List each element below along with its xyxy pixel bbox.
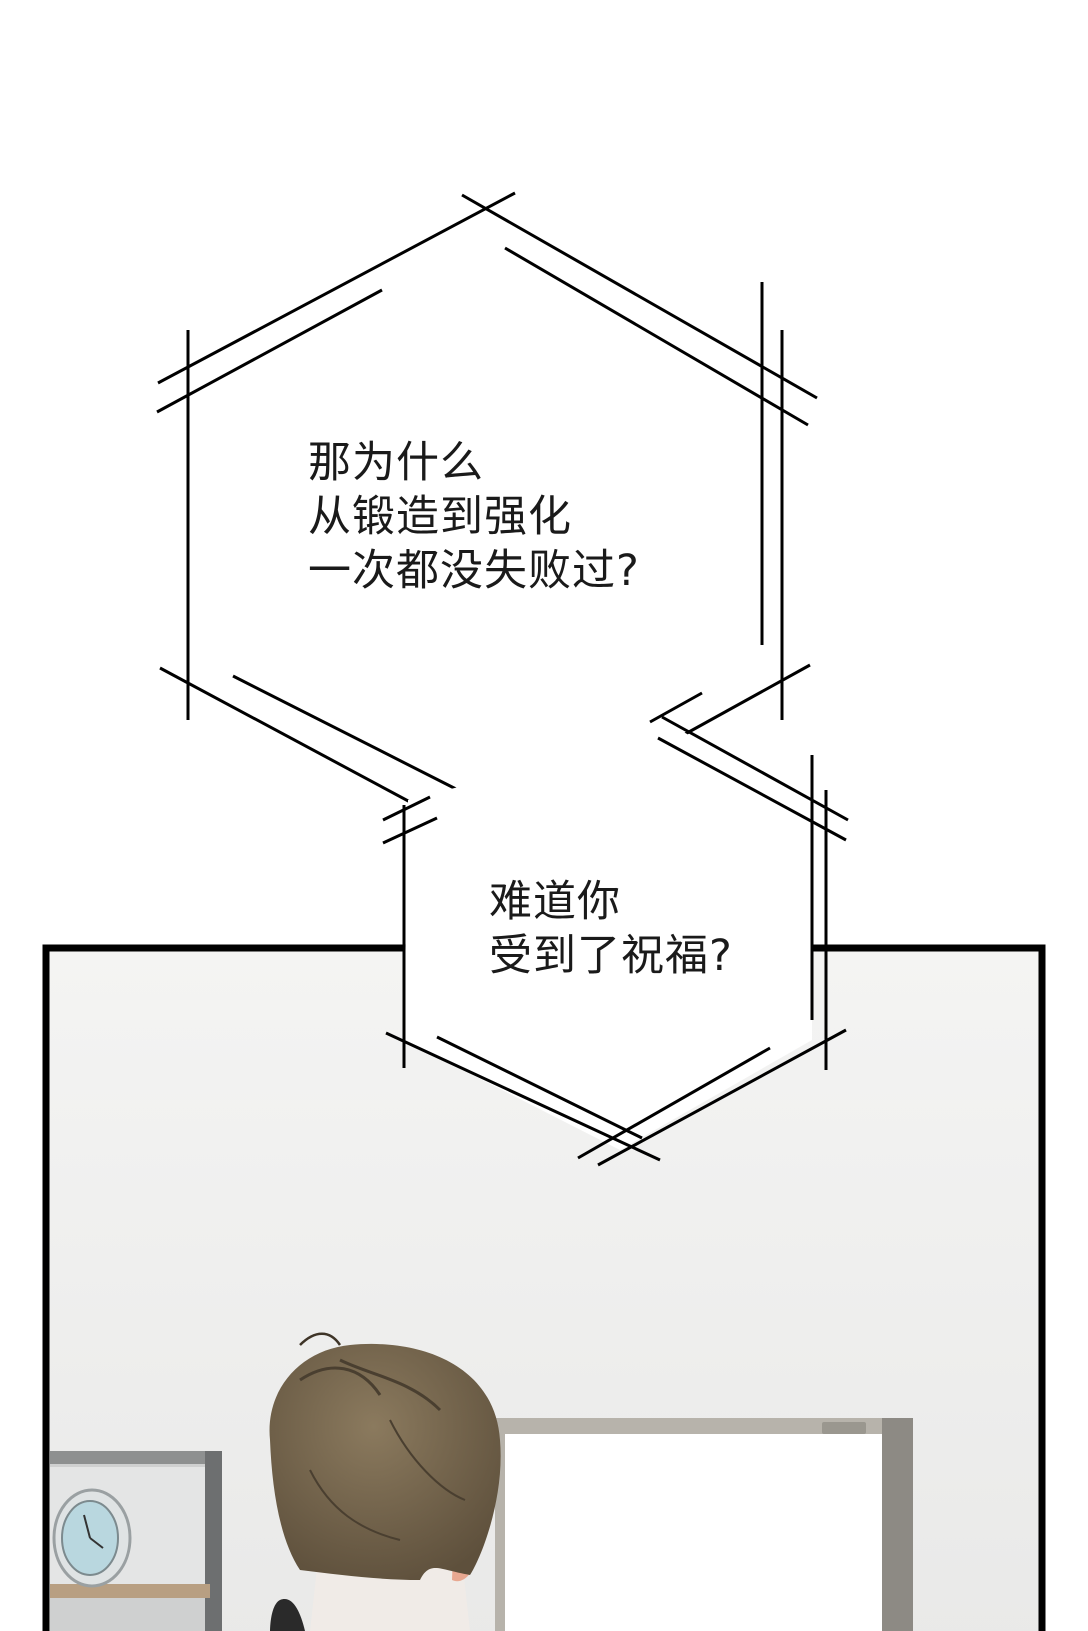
bubble-1-line-2: 从锻造到强化 (308, 492, 572, 542)
bubble-1-line-3: 一次都没失败过? (308, 546, 640, 596)
bubble-1-line-1: 那为什么 (308, 438, 484, 488)
bubble-1-text: 那为什么 从锻造到强化 一次都没失败过? (308, 436, 640, 598)
clock-icon (52, 1488, 132, 1588)
bubble-2-shape (382, 715, 849, 1167)
monitor (495, 1418, 913, 1631)
bubble-2-line-2: 受到了祝福? (489, 931, 733, 981)
bubble-1-shape (156, 191, 818, 820)
bubble-2-text: 难道你 受到了祝福? (489, 875, 733, 983)
bubble-2-line-1: 难道你 (489, 877, 621, 927)
character-head (269, 1332, 501, 1631)
